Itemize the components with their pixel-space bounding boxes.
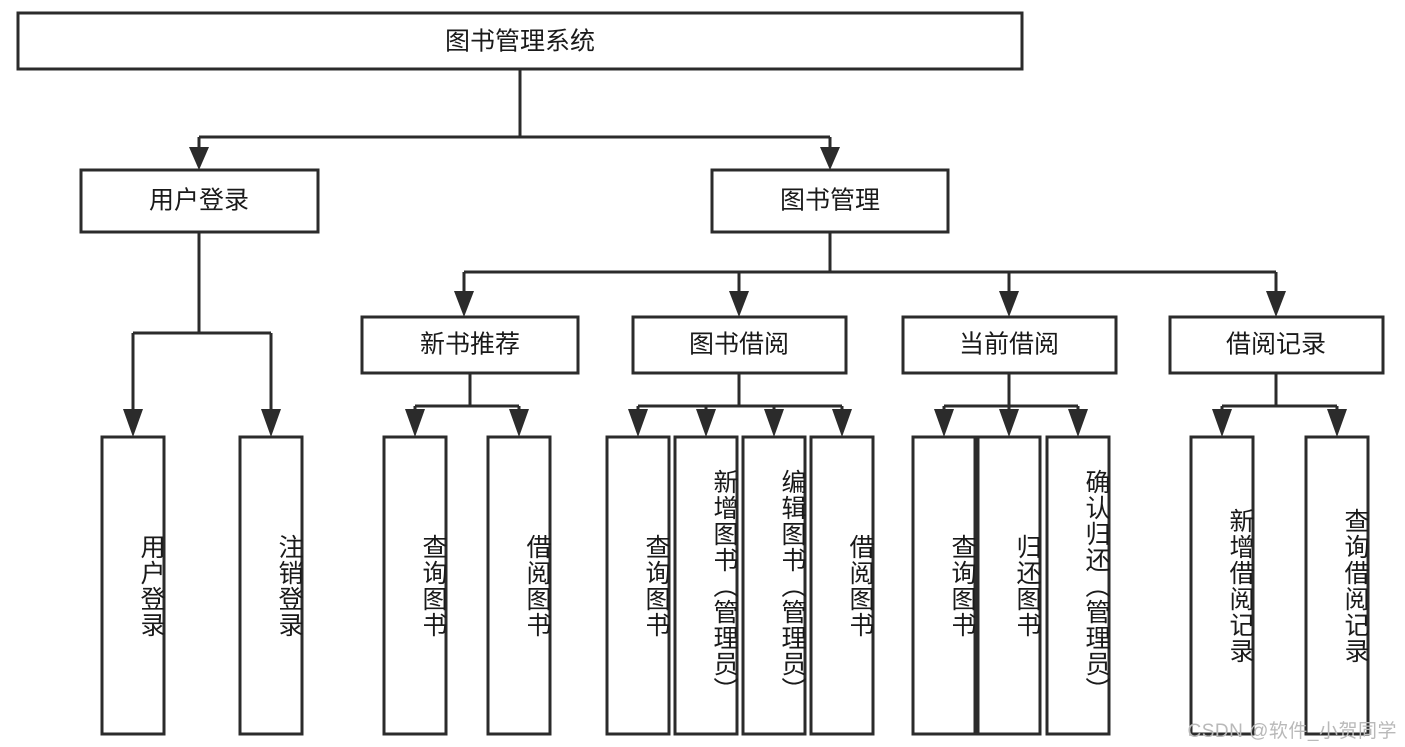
node-book-borrow-box[interactable] (631, 315, 848, 375)
leaf-box-user-login-1[interactable] (100, 435, 166, 736)
arrow-leaf-bb-4 (832, 409, 852, 437)
leaf-box-user-login-2[interactable] (238, 435, 304, 736)
node-book-borrow[interactable]: 图书借阅 (631, 315, 848, 375)
leaf-box-currentborrow-2[interactable] (976, 435, 1042, 736)
arrow-leaf-user-login-2 (261, 409, 281, 437)
node-root-label: 图书管理系统 (445, 28, 595, 56)
leaf-box-bookborrow-1[interactable] (605, 435, 671, 736)
arrow-leaf-br-2 (1327, 409, 1347, 437)
leaf-box-borrowrecord-2[interactable] (1304, 435, 1370, 736)
arrow-leaf-bb-2 (696, 409, 716, 437)
edge-group-user-login (123, 232, 281, 437)
edge-group-borrow-record (1212, 373, 1347, 437)
arrow-leaf-cb-1 (934, 409, 954, 437)
arrow-leaf-bb-3 (764, 409, 784, 437)
leaf-box-bookborrow-2[interactable] (673, 435, 739, 736)
arrow-leaf-newbook-2 (509, 409, 529, 437)
arrow-leaf-newbook-1 (405, 409, 425, 437)
node-user-login-label: 用户登录 (149, 187, 249, 215)
node-borrow-record[interactable]: 借阅记录 (1168, 315, 1385, 375)
arrow-to-user-login (189, 147, 209, 170)
node-root[interactable]: 图书管理系统 (16, 11, 1024, 71)
node-borrow-record-box[interactable] (1168, 315, 1385, 375)
csdn-watermark: CSDN @软件_小贺同学 (1187, 721, 1397, 742)
edge-group-root (189, 69, 840, 170)
node-book-management-label: 图书管理 (780, 187, 880, 215)
leaf-box-bookborrow-4[interactable] (809, 435, 875, 736)
arrow-to-book-mgmt (820, 147, 840, 170)
leaf-box-newbook-2[interactable] (486, 435, 552, 736)
node-user-login[interactable]: 用户登录 (79, 168, 320, 234)
leaf-box-bookborrow-3[interactable] (741, 435, 807, 736)
node-user-login-box[interactable] (79, 168, 320, 234)
node-book-borrow-label: 图书借阅 (689, 331, 789, 359)
node-book-management-box[interactable] (710, 168, 950, 234)
arrow-to-book-borrow (729, 291, 749, 317)
arrow-leaf-cb-3 (1068, 409, 1088, 437)
node-current-borrow[interactable]: 当前借阅 (901, 315, 1118, 375)
arrow-leaf-bb-1 (628, 409, 648, 437)
arrow-leaf-br-1 (1212, 409, 1232, 437)
node-root-box[interactable] (16, 11, 1024, 71)
leaf-box-borrowrecord-1[interactable] (1189, 435, 1255, 736)
node-new-book-recommend-box[interactable] (360, 315, 580, 375)
edge-group-book-borrow (628, 373, 852, 437)
edge-group-current-borrow (934, 373, 1088, 437)
leaf-box-currentborrow-3[interactable] (1045, 435, 1111, 736)
leaf-box-newbook-1[interactable] (382, 435, 448, 736)
edge-group-new-book (405, 373, 529, 437)
node-book-management[interactable]: 图书管理 (710, 168, 950, 234)
node-new-book-recommend-label: 新书推荐 (420, 331, 520, 359)
arrow-leaf-user-login-1 (123, 409, 143, 437)
arrow-to-borrow-record (1266, 291, 1286, 317)
leaf-box-currentborrow-1[interactable] (911, 435, 977, 736)
arrow-leaf-cb-2 (999, 409, 1019, 437)
node-current-borrow-box[interactable] (901, 315, 1118, 375)
node-new-book-recommend[interactable]: 新书推荐 (360, 315, 580, 375)
node-current-borrow-label: 当前借阅 (959, 331, 1059, 359)
arrow-to-new-book (454, 291, 474, 317)
edge-group-book-mgmt (454, 232, 1286, 317)
node-borrow-record-label: 借阅记录 (1226, 331, 1326, 359)
arrow-to-current-borrow (999, 291, 1019, 317)
